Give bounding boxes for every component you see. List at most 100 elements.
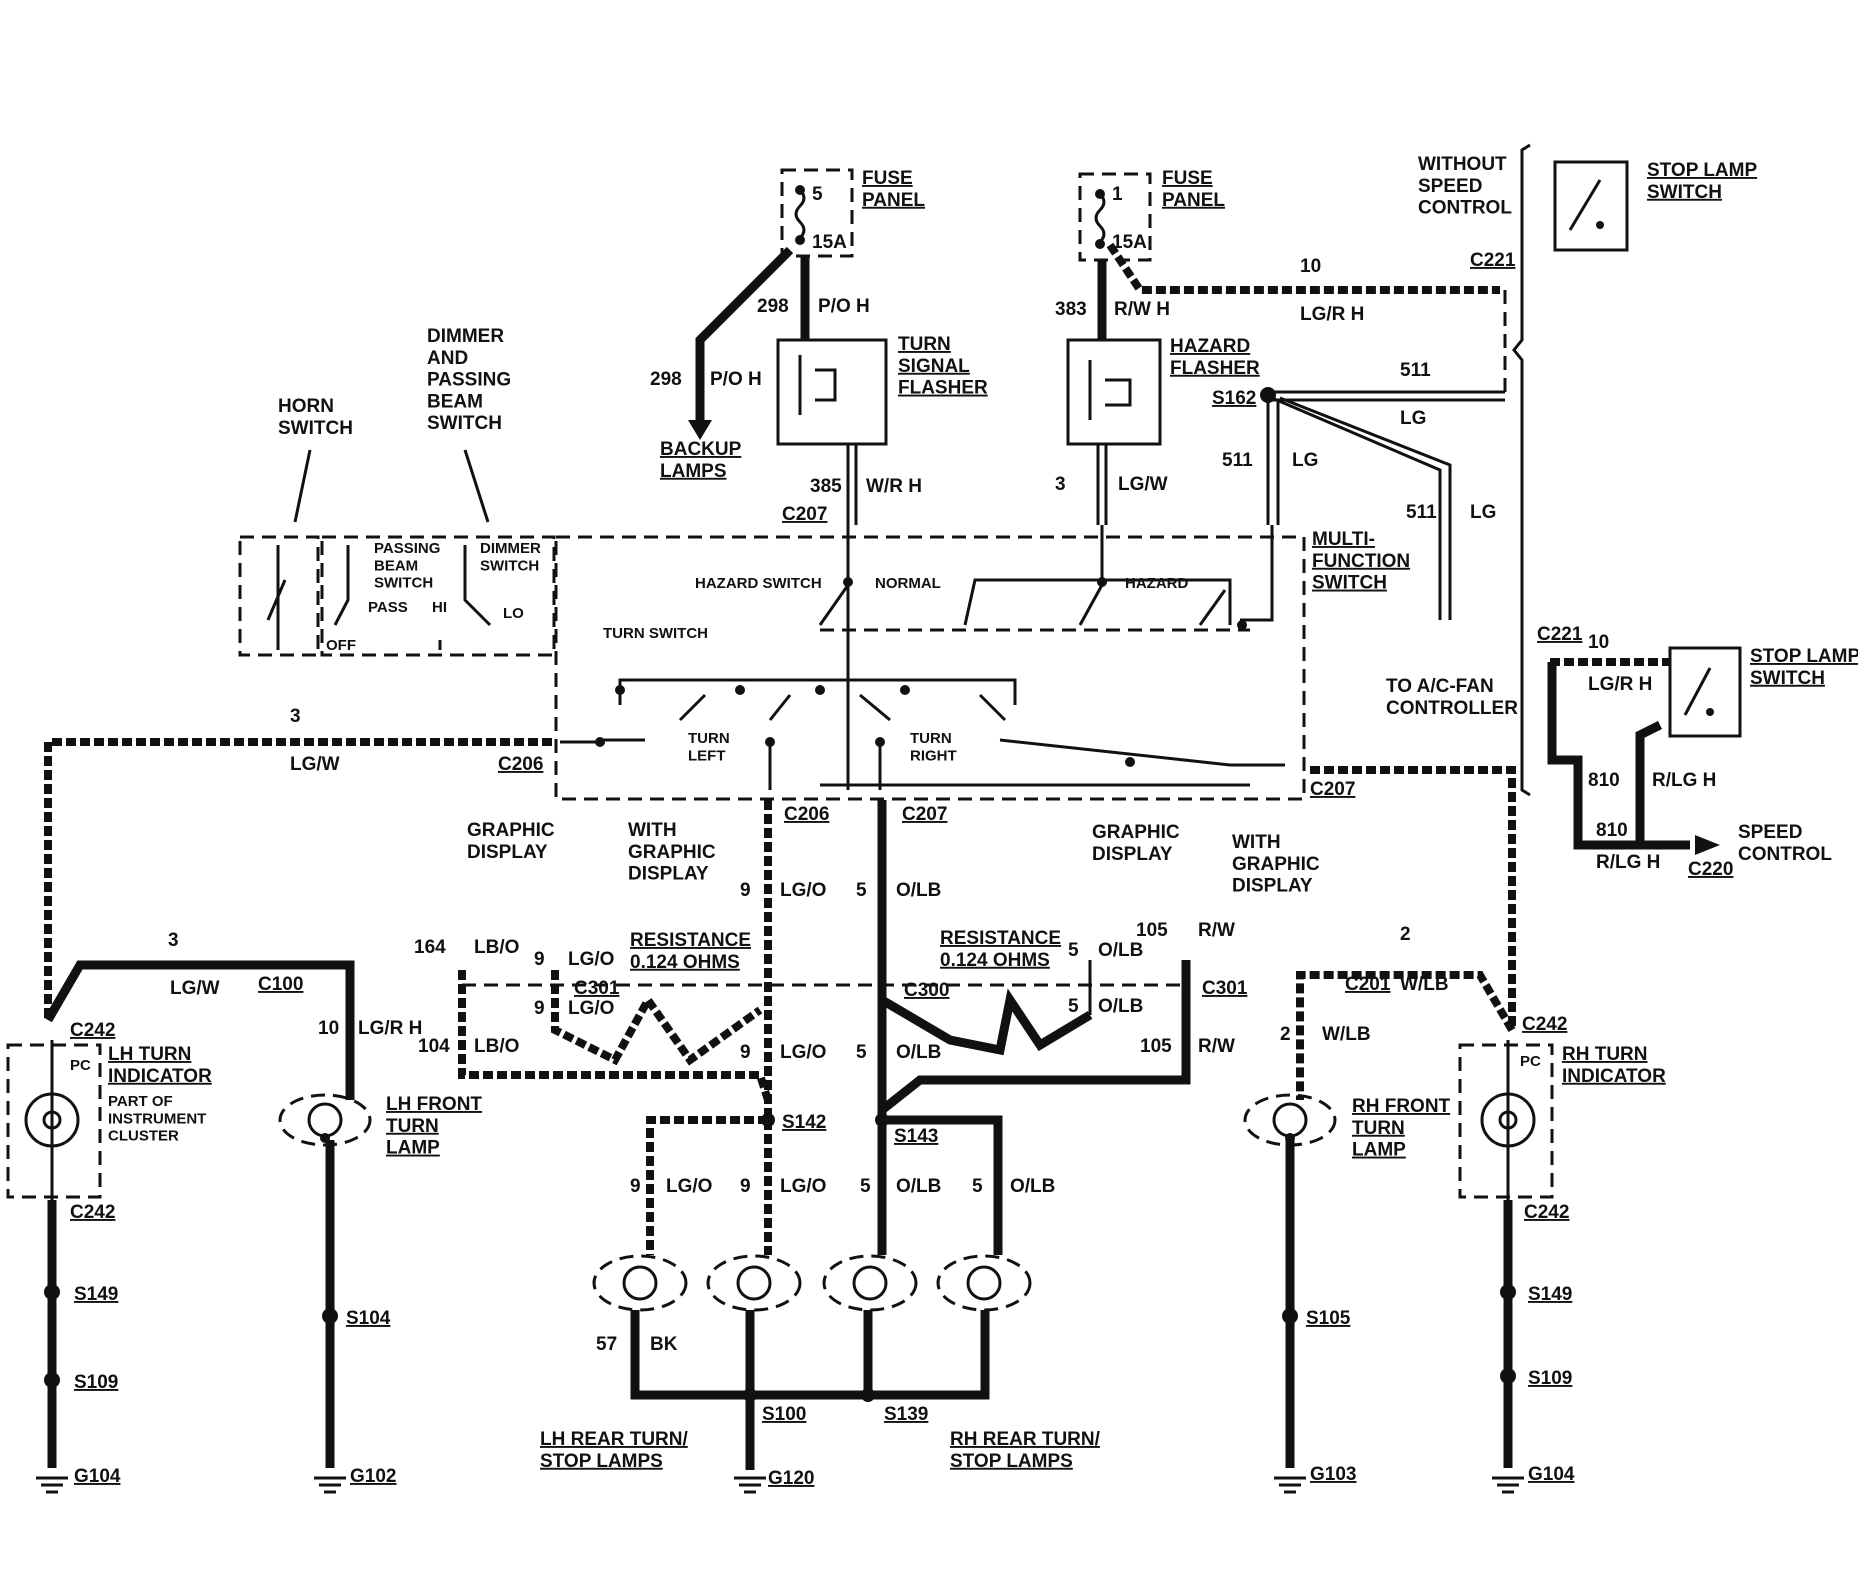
wire-label: 3 — [168, 930, 179, 951]
wire-label: 105 — [1136, 920, 1168, 941]
connector-c207-right: C207 — [1310, 779, 1355, 800]
wire-label: 810 — [1588, 770, 1620, 791]
wire-label: 5 — [1068, 940, 1079, 961]
rear-lamps — [592, 1254, 1032, 1312]
wire-label: 511 — [1400, 360, 1431, 381]
wire-label-57: 57 — [596, 1334, 617, 1355]
rh-turn-indicator — [1458, 1043, 1554, 1199]
wire-label: 9 — [534, 949, 545, 970]
wire-label: W/LB — [1400, 974, 1449, 995]
wire-label: 810 — [1596, 820, 1628, 841]
bracket — [1512, 143, 1531, 797]
off-label: OFF — [326, 637, 356, 654]
splice-label: S139 — [884, 1404, 928, 1425]
wire-label: LG/W — [290, 754, 340, 775]
rear-ground-wires — [630, 1310, 990, 1470]
wire-label: 9 — [534, 998, 545, 1019]
splice-label: S149 — [74, 1284, 118, 1305]
connector-c201: C201 — [1345, 974, 1391, 995]
wire-label: O/LB — [896, 880, 941, 901]
lo-label: LO — [503, 605, 524, 622]
wire-3-front — [44, 960, 355, 1100]
fuse-number-left: 5 — [812, 184, 823, 205]
wire-label: 9 — [630, 1176, 641, 1197]
wire-label: R/LG H — [1652, 770, 1716, 791]
wire-511-down — [1266, 400, 1280, 525]
wire-label: 383 — [1055, 299, 1087, 320]
lh-front-turn-lamp — [278, 1093, 372, 1147]
wire-label: LG/O — [780, 1042, 826, 1063]
wire-label: 164 — [414, 937, 446, 958]
hazard-switch-label: HAZARD SWITCH — [695, 575, 822, 592]
splice-s139 — [861, 1388, 875, 1402]
connector-c220: C220 — [1688, 859, 1733, 880]
splice-s149-right — [1500, 1284, 1516, 1300]
rh-rear-lamps-label: RH REAR TURN/STOP LAMPS — [950, 1429, 1101, 1472]
wire-label: 105 — [1140, 1036, 1172, 1057]
wire-label: P/O H — [818, 296, 870, 317]
wire-label: 5 — [1068, 996, 1079, 1017]
turn-switch-label: TURN SWITCH — [603, 625, 708, 642]
dimmer-passing-switch — [320, 535, 556, 657]
splice-label: S143 — [894, 1126, 938, 1147]
normal-label: NORMAL — [875, 575, 941, 592]
hazard-label: HAZARD — [1125, 575, 1188, 592]
wire-label-bk: BK — [650, 1334, 678, 1355]
splice-s109-right — [1500, 1368, 1516, 1384]
wire-2-main — [1310, 766, 1516, 1030]
splice-s104 — [322, 1308, 338, 1324]
fuse-rating-right: 15A — [1112, 232, 1147, 253]
wire-label: O/LB — [896, 1042, 941, 1063]
wire-511-ac — [1271, 396, 1452, 620]
arrow-backup-lamps — [688, 420, 712, 440]
wire-9-lh-rear-outer — [646, 1116, 768, 1255]
wire-label: 3 — [1055, 474, 1066, 495]
splice-s105 — [1282, 1308, 1298, 1324]
connector-c242-left-bottom: C242 — [70, 1202, 115, 1223]
wire-3-main — [44, 738, 552, 1020]
wire-label: LG/O — [568, 998, 614, 1019]
wire-104 — [458, 970, 772, 1102]
arrow-speed-control — [1695, 835, 1720, 855]
splice-label: S162 — [1212, 388, 1256, 409]
multi-function-switch — [554, 535, 1306, 801]
splice-label: S105 — [1306, 1308, 1351, 1329]
wire-9-resistance — [551, 970, 763, 1066]
connector-c207-top: C207 — [782, 504, 827, 525]
hazard-flasher — [1066, 338, 1162, 446]
wire-5-rh-rear-outer — [882, 1115, 1003, 1255]
wire-2-front — [1296, 971, 1516, 1100]
ground-label: G104 — [74, 1466, 121, 1487]
wire-label: 298 — [757, 296, 789, 317]
stop-lamp-switch-right — [1668, 646, 1742, 738]
wire-label: O/LB — [896, 1176, 941, 1197]
stop-lamp-switch-top — [1553, 160, 1629, 252]
wire-label: LG/R H — [1300, 304, 1364, 325]
wire-label: LG — [1400, 408, 1426, 429]
pc-left: PC — [70, 1057, 91, 1074]
wire-label: LG — [1470, 502, 1496, 523]
wire-label: 2 — [1280, 1024, 1291, 1045]
pass-label: PASS — [368, 599, 408, 616]
wire-label: 2 — [1400, 924, 1411, 945]
wire-label: W/LB — [1322, 1024, 1371, 1045]
wire-label: 385 — [810, 476, 842, 497]
wire-label: LB/O — [474, 1036, 519, 1057]
fuse-rating-left: 15A — [812, 232, 847, 253]
connector-c221: C221 — [1470, 250, 1516, 271]
